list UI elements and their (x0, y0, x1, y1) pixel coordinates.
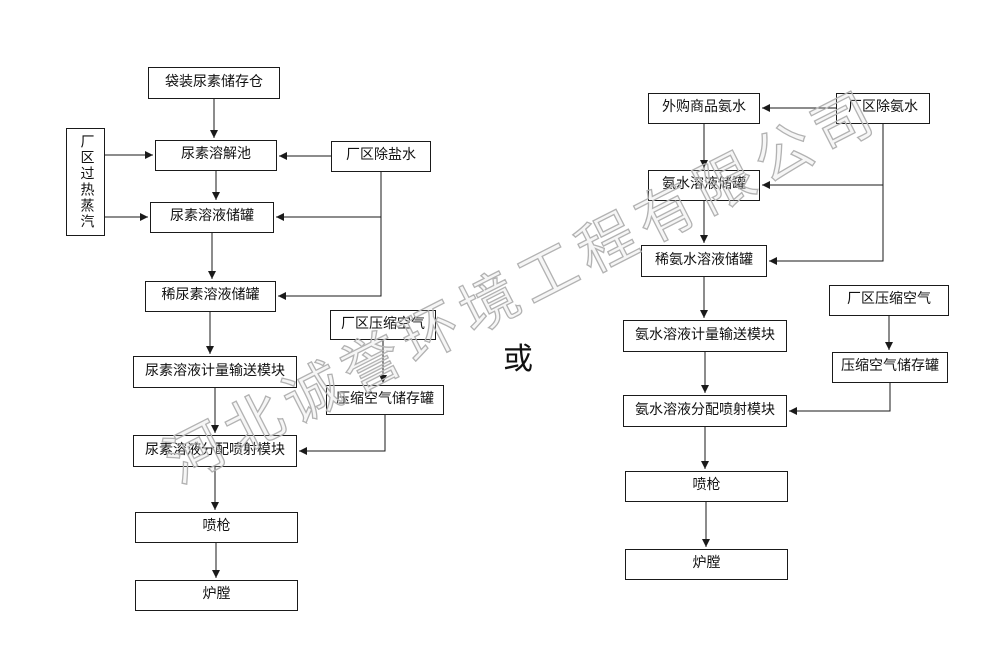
flow-edge (299, 415, 386, 455)
node-urea-solution-tank: 尿素溶液储罐 (150, 202, 274, 233)
node-plant-superheated-steam: 厂区过热蒸汽 (66, 128, 105, 236)
flow-edge (278, 172, 382, 300)
node-ammonia-solution-tank: 氨水溶液储罐 (648, 170, 760, 201)
node-dilute-urea-solution-tank: 稀尿素溶液储罐 (145, 281, 276, 312)
node-dilute-ammonia-solution-tank: 稀氨水溶液储罐 (641, 245, 767, 277)
node-purchased-ammonia-water: 外购商品氨水 (648, 93, 760, 124)
node-spray-gun-right: 喷枪 (625, 471, 788, 502)
node-plant-demineralized-water: 厂区除盐水 (331, 141, 431, 172)
node-compressed-air-storage-tank-right: 压缩空气储存罐 (832, 352, 948, 383)
node-urea-metering-delivery-module: 尿素溶液计量输送模块 (133, 356, 297, 388)
node-plant-compressed-air-left: 厂区压缩空气 (330, 310, 436, 340)
flow-edge (769, 124, 884, 265)
node-bagged-urea-silo: 袋装尿素储存仓 (148, 67, 280, 99)
node-urea-distribution-injection-module: 尿素溶液分配喷射模块 (133, 435, 297, 467)
node-ammonia-distribution-injection-module: 氨水溶液分配喷射模块 (623, 395, 787, 427)
node-urea-dissolving-pool: 尿素溶解池 (155, 140, 277, 171)
node-plant-water-right: 厂区除氨水 (836, 93, 930, 124)
node-plant-compressed-air-right: 厂区压缩空气 (829, 285, 949, 316)
node-furnace-left: 炉膛 (135, 580, 298, 611)
node-spray-gun-left: 喷枪 (135, 512, 298, 543)
or-label: 或 (503, 343, 533, 376)
node-furnace-right: 炉膛 (625, 549, 788, 580)
flow-edge (789, 383, 891, 415)
node-ammonia-metering-delivery-module: 氨水溶液计量输送模块 (623, 320, 787, 352)
node-compressed-air-storage-tank-left: 压缩空气储存罐 (326, 385, 444, 415)
